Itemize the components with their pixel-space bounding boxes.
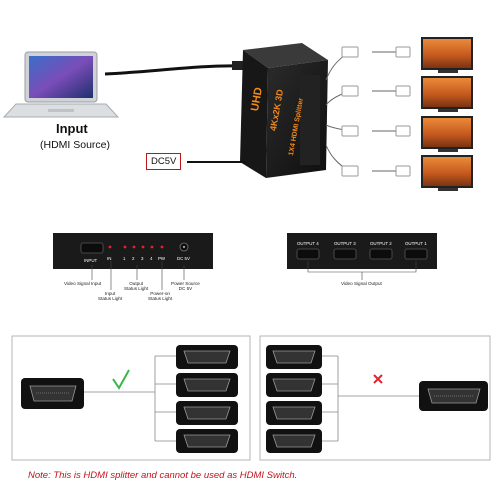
hdmi-cable — [104, 64, 239, 76]
hdmi-port-icon — [266, 401, 322, 425]
callout-lines — [307, 261, 417, 280]
hdmi-port-icon — [176, 429, 238, 453]
callout-video-input: Video Signal Input — [64, 281, 102, 286]
input-port-label: INPUT — [84, 258, 98, 263]
incorrect-use-panel — [259, 335, 491, 461]
tv-icon — [421, 37, 473, 73]
callout-output-status: Output Status Light — [124, 281, 149, 292]
hdmi-port-icon — [266, 345, 322, 369]
input-title: Input — [56, 121, 88, 136]
out-led-label-2: 2 — [132, 256, 135, 261]
laptop-icon — [2, 51, 120, 118]
tv-icon — [421, 155, 473, 191]
front-panel — [53, 233, 213, 269]
hdmi-plug-icon — [232, 61, 244, 70]
hdmi-port-icon — [419, 381, 488, 411]
output-2-label: OUTPUT 2 — [370, 241, 392, 246]
hdmi-port-icon — [266, 429, 322, 453]
tv-icon — [421, 116, 473, 152]
hdmi-port-icon — [21, 378, 84, 409]
splitter-device — [240, 43, 328, 178]
check-icon — [112, 369, 130, 390]
callout-lines — [91, 261, 185, 290]
dc-label: DC5V — [146, 153, 182, 170]
output-1-label: OUTPUT 1 — [405, 241, 427, 246]
correct-use-panel — [11, 335, 251, 461]
cross-icon — [373, 374, 383, 384]
out-led-label-4: 4 — [150, 256, 153, 261]
pw-led-label: PW — [158, 256, 166, 261]
connector-lines — [84, 355, 419, 442]
callout-input-status: Input Status Light — [98, 291, 123, 302]
callout-power-source: Power Source DC 5V — [171, 281, 200, 292]
back-panel — [287, 233, 437, 269]
dc-port-label: DC 5V — [177, 256, 190, 261]
output-4-label: OUTPUT 4 — [297, 241, 319, 246]
output-cables — [325, 51, 410, 172]
tv-icon — [421, 76, 473, 112]
hdmi-port-icon — [176, 401, 238, 425]
output-3-label: OUTPUT 3 — [334, 241, 356, 246]
hdmi-plug-icon — [341, 46, 411, 177]
input-subtitle: (HDMI Source) — [40, 139, 111, 151]
out-led-label-3: 3 — [141, 256, 144, 261]
hdmi-port-icon — [266, 373, 322, 397]
in-led-label: IN — [107, 256, 112, 261]
usage-note: Note: This is HDMI splitter and cannot b… — [28, 470, 298, 481]
hdmi-port-icon — [176, 345, 238, 369]
callout-power-on-status: Power-on Status Light — [148, 291, 173, 302]
out-led-label-1: 1 — [123, 256, 126, 261]
hdmi-port-icon — [176, 373, 238, 397]
callout-video-output: Video Signal Output — [341, 281, 382, 286]
